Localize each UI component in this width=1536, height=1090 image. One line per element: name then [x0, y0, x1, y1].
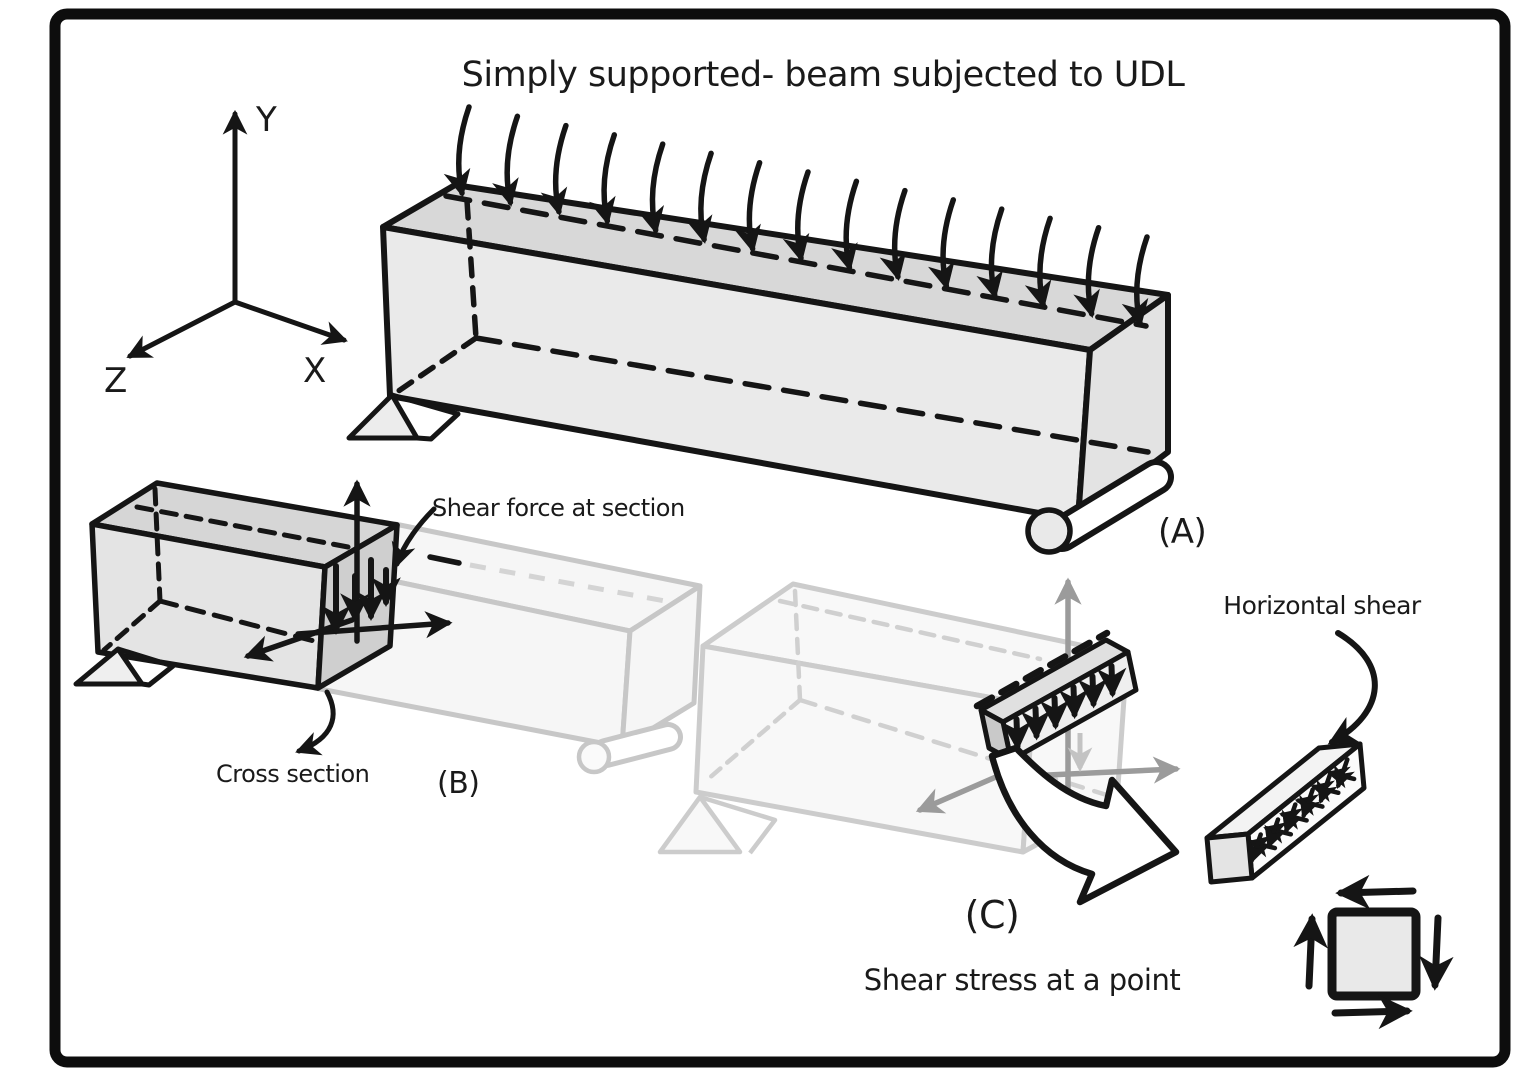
bar-side-shear-arrow — [1264, 817, 1286, 850]
udl-arrow — [831, 178, 860, 272]
beam-b: Shear force at section Cross section (B) — [73, 479, 703, 801]
udl-arrow — [1073, 224, 1102, 319]
strip-dashed-edge — [973, 629, 1111, 710]
bar-side-shear-arrows — [1247, 757, 1355, 865]
udl-arrow — [443, 104, 472, 198]
z-axis-label: Z — [104, 361, 127, 401]
udl-arrow — [492, 113, 521, 207]
z-axis-arrow — [126, 299, 238, 359]
pin-support-b — [73, 646, 176, 688]
beam-c: (C) Shear stress at a point — [657, 577, 1181, 997]
shear-element-icon — [1293, 874, 1454, 1030]
bar-side-shear-arrow — [1333, 757, 1355, 790]
bar-side-shear-arrow — [1247, 832, 1269, 865]
ghost-dashed-line — [469, 562, 666, 604]
roller-support — [1025, 459, 1174, 555]
x-axis-arrow — [232, 299, 348, 345]
segment-hidden-edges — [101, 486, 351, 653]
ghost-roller-inner — [596, 727, 678, 763]
bar-side-shear-arrow — [1281, 802, 1303, 835]
shear-arrow-right-down — [1418, 914, 1454, 991]
dash-fragment — [427, 554, 462, 566]
horizontal-shear-leader-arrow — [1327, 630, 1378, 745]
udl-arrow — [976, 206, 1005, 300]
udl-arrows — [443, 104, 1150, 328]
strip-shear-arrow — [1096, 662, 1127, 698]
shear-force-leader-arrow — [391, 506, 437, 568]
strip-shear-arrows — [1001, 662, 1127, 752]
udl-arrow — [734, 159, 763, 254]
pin-support — [346, 392, 461, 442]
bar-end-face — [1204, 831, 1255, 885]
ghost-hidden-edges — [704, 588, 1113, 799]
udl-arrow — [1121, 234, 1150, 328]
extract-curved-arrow — [988, 744, 1180, 906]
bar-side-shear-arrow — [1299, 787, 1321, 820]
beam-a: (A) — [346, 104, 1207, 555]
strip-shear-arrow — [1058, 684, 1089, 720]
shear-element-square — [1327, 907, 1421, 1001]
ghost-pin-support — [657, 794, 778, 855]
label-b: (B) — [437, 766, 480, 801]
udl-arrow — [589, 132, 618, 226]
udl-arrow — [540, 122, 569, 217]
udl-arrow — [928, 197, 957, 291]
strip-shear-arrow — [1077, 673, 1108, 709]
shear-arrow-top-left — [1335, 874, 1417, 910]
shear-arrow-bottom-right — [1331, 994, 1413, 1030]
roller-wheel — [1025, 507, 1073, 555]
y-axis-label: Y — [255, 100, 277, 140]
shear-force-label: Shear force at section — [432, 494, 685, 522]
udl-arrow — [879, 187, 908, 282]
strip-shear-arrow — [1001, 716, 1032, 752]
bar-side-shear-arrow — [1316, 772, 1338, 805]
coordinate-axes — [126, 109, 348, 359]
horizontal-shear-bar: Horizontal shear — [1204, 591, 1422, 885]
udl-arrow — [637, 141, 666, 235]
udl-arrow — [685, 150, 714, 244]
strip-shear-arrow — [1020, 705, 1051, 741]
label-c: (C) — [965, 893, 1020, 937]
udl-arrow — [782, 169, 811, 263]
shear-arrow-left-up — [1293, 913, 1329, 990]
x-axis-label: X — [303, 351, 326, 391]
page-title: Simply supported- beam subjected to UDL — [462, 55, 1186, 95]
shear-stress-caption: Shear stress at a point — [864, 963, 1181, 997]
udl-arrow — [1024, 215, 1053, 309]
ghost-roller-wheel — [576, 739, 612, 775]
section-shear-arrows — [321, 557, 401, 635]
cross-section-label: Cross section — [216, 760, 369, 788]
strip-shear-arrow — [1039, 694, 1070, 730]
label-a: (A) — [1158, 512, 1206, 552]
gray-axis-out — [915, 770, 1008, 814]
cross-section-leader-arrow — [295, 689, 336, 756]
horizontal-shear-label: Horizontal shear — [1223, 591, 1422, 620]
